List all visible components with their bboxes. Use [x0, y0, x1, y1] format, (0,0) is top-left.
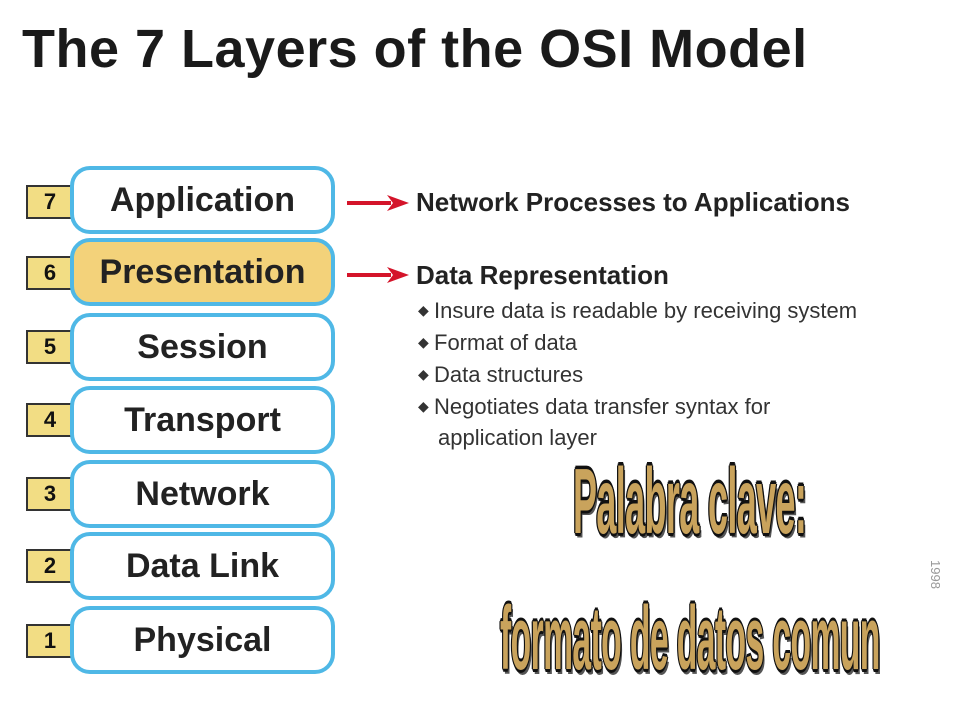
layer-session: Session: [70, 313, 335, 381]
arrow-application-icon: [347, 195, 409, 211]
bullet-icon: ◆: [418, 302, 429, 318]
layer-application: Application: [70, 166, 335, 234]
layer-number-2: 2: [26, 549, 74, 583]
layer-number-1: 1: [26, 624, 74, 658]
application-description: Network Processes to Applications: [416, 187, 850, 217]
presentation-bullet: ◆Negotiates data transfer syntax for: [418, 394, 771, 419]
layer-number-7: 7: [26, 185, 74, 219]
presentation-bullet: ◆Data structures: [418, 362, 584, 387]
layer-network: Network: [70, 460, 335, 528]
keyword-label: Palabra clave:: [573, 449, 807, 554]
layer-number-4: 4: [26, 403, 74, 437]
arrow-presentation-icon: [347, 267, 409, 283]
presentation-bullet: ◆Insure data is readable by receiving sy…: [418, 298, 858, 323]
side-copyright-mark: 1998: [928, 560, 943, 589]
layer-presentation: Presentation: [70, 238, 335, 306]
bullet-icon: ◆: [418, 398, 429, 414]
presentation-description-heading: Data Representation: [416, 260, 669, 290]
bullet-icon: ◆: [418, 366, 429, 382]
diagram-title: The 7 Layers of the OSI Model: [22, 19, 808, 79]
layer-transport: Transport: [70, 386, 335, 454]
bullet-icon: ◆: [418, 334, 429, 350]
layer-number-3: 3: [26, 477, 74, 511]
layer-number-5: 5: [26, 330, 74, 364]
layer-data-link: Data Link: [70, 532, 335, 600]
layer-physical: Physical: [70, 606, 335, 674]
layer-number-6: 6: [26, 256, 74, 290]
keyword-value: formato de datos comun: [500, 588, 880, 690]
presentation-bullet-continuation: application layer: [438, 425, 597, 450]
presentation-bullet: ◆Format of data: [418, 330, 578, 355]
